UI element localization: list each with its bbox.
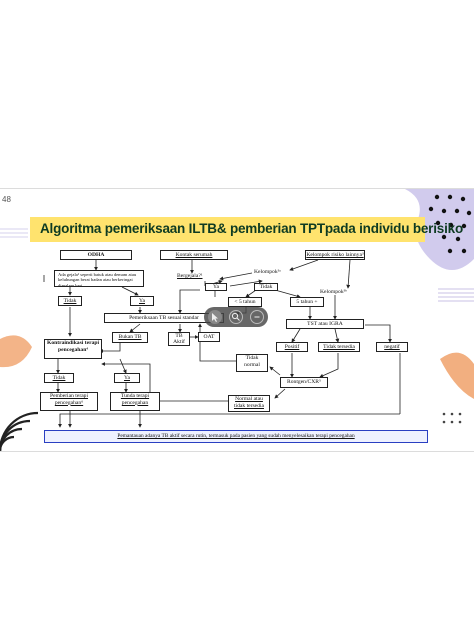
page-number: 48 xyxy=(2,195,11,204)
node-ya-top: Ya xyxy=(205,283,227,291)
node-rontgen: Rontgen/CXR⁵ xyxy=(280,377,328,388)
node-odha: ODHA xyxy=(60,250,132,260)
node-bukan-tb: Bukan TB xyxy=(112,332,148,343)
footnote-box: Pemantauan adanya TB aktif secara rutin,… xyxy=(44,430,428,443)
node-tidak-normal: Tidak normal xyxy=(236,354,268,372)
slide-title: Algoritma pemeriksaan ILTB& pemberian TP… xyxy=(40,221,463,236)
node-normal: Normal atau tidak tersedia xyxy=(228,395,270,412)
node-tunda-terapi: Tunda terapi pencegahan xyxy=(110,392,160,411)
slide: 48 Algoritma pemeriksaan ILTB& pemberian… xyxy=(0,188,474,452)
node-pemberian-terapi: Pemberian terapi pencegahan⁶ xyxy=(40,392,98,411)
node-tidak-left: Tidak xyxy=(58,296,82,306)
node-ya-left: Ya xyxy=(130,296,154,306)
node-kontak-serumah: Kontak serumah xyxy=(160,250,228,260)
node-tidak-tersedia: Tidak tersedia xyxy=(318,342,360,352)
node-kontraindikasi: Kontraindikasi terapi pencegahan⁴ xyxy=(44,339,102,359)
title-bar xyxy=(30,217,425,242)
node-tst-igra: TST atau IGRA xyxy=(286,319,364,329)
node-tb-aktif: TB Aktif xyxy=(168,332,190,346)
slide-decoration xyxy=(0,189,474,451)
node-gt5: 5 tahun + xyxy=(290,297,324,307)
cursor-icon[interactable] xyxy=(208,310,222,324)
node-kelompok-a: Kelompok³ᵃ xyxy=(254,269,281,275)
minus-icon[interactable] xyxy=(250,310,264,324)
viewer-toolbar xyxy=(204,307,268,327)
node-lt5: < 5 tahun xyxy=(228,297,262,307)
node-kelompok-b: Kelompok³ᵇ xyxy=(320,289,348,295)
node-gejala: Ada gejala¹ seperti batuk atau demam ata… xyxy=(54,270,144,287)
search-icon[interactable] xyxy=(229,310,243,324)
node-negatif: negatif xyxy=(376,342,408,352)
node-positif: Positif xyxy=(276,342,308,352)
node-kelompok-risiko-lainnya: Kelompok risiko lainnya³ xyxy=(305,250,365,260)
flow-connectors xyxy=(43,259,401,428)
node-tidak-top: Tidak xyxy=(254,283,278,291)
node-oat: OAT xyxy=(198,332,220,342)
node-ya-lower: Ya xyxy=(114,373,140,383)
node-tidak-lower: Tidak xyxy=(44,373,74,383)
node-bergejala: Bergejala?¹ xyxy=(177,273,203,279)
